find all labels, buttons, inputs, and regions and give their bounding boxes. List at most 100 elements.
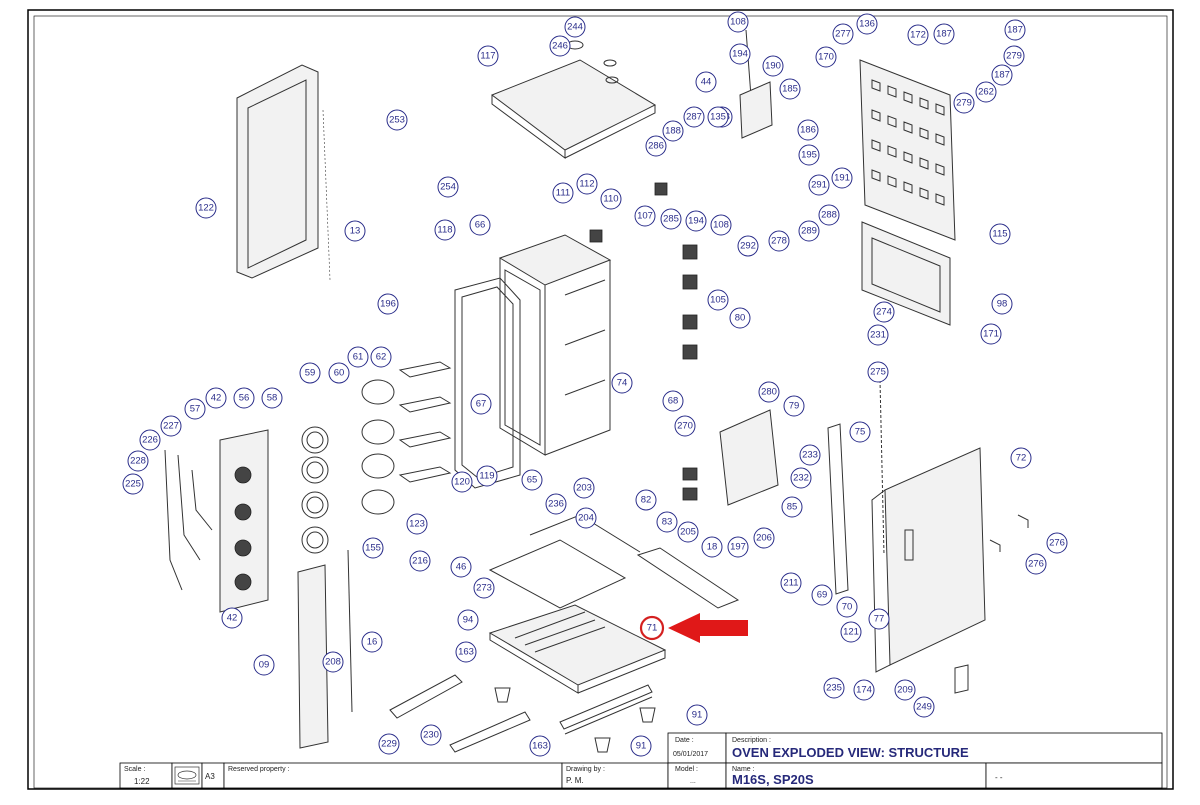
callout-280-circle [758,381,780,403]
callout-291: 291 [808,174,830,196]
callout-85: 85 [781,496,803,518]
title-block: Date : 05/01/2017 Description : OVEN EXP… [119,732,1163,789]
callout-277-circle [832,23,854,45]
callout-279: 279 [1003,45,1025,67]
callout-118: 118 [434,219,456,241]
callout-278-circle [768,230,790,252]
callout-163: 163 [529,735,551,757]
callout-230-label: 230 [423,730,439,741]
callout-59-label: 59 [305,368,316,379]
callout-42: 42 [221,607,243,629]
callout-135: 135 [707,106,729,128]
callout-72-circle [1010,447,1032,469]
manufacturer-logo-icon [174,766,200,785]
callout-122-label: 122 [198,203,214,214]
callout-225: 225 [122,473,144,495]
callout-44: 44 [695,71,717,93]
callout-244-label: 244 [567,22,583,33]
callout-62-label: 62 [376,352,387,363]
callout-107: 107 [634,205,656,227]
callout-228: 228 [127,450,149,472]
callout-292-circle [737,235,759,257]
callout-91: 91 [686,704,708,726]
callout-123: 123 [406,513,428,535]
callout-77-circle [868,608,890,630]
callout-118-circle [434,219,456,241]
callout-216-circle [409,550,431,572]
callout-74-label: 74 [617,378,628,389]
callout-249-circle [913,696,935,718]
callout-108-label: 108 [730,17,746,28]
callout-226-label: 226 [142,435,158,446]
callout-70-label: 70 [842,602,853,613]
callout-171-label: 171 [983,329,999,340]
callout-246: 246 [549,35,571,57]
callout-60-label: 60 [334,368,345,379]
callout-209-label: 209 [897,685,913,696]
callout-231: 231 [867,324,889,346]
callout-122: 122 [195,197,217,219]
callout-187: 187 [933,23,955,45]
callout-09-label: 09 [259,660,270,671]
callout-61-label: 61 [353,352,364,363]
callout-226-circle [139,429,161,451]
description-value: OVEN EXPLODED VIEW: STRUCTURE [732,745,969,760]
callout-110-label: 110 [603,194,618,205]
callout-292: 292 [737,235,759,257]
callout-56-circle [233,387,255,409]
callout-172-label: 172 [910,30,926,41]
callout-111-label: 111 [556,188,570,199]
callout-276-label: 276 [1049,538,1065,549]
callout-276-circle [1046,532,1068,554]
callout-94: 94 [457,609,479,631]
callout-83-label: 83 [662,517,673,528]
callout-254-circle [437,176,459,198]
callout-98: 98 [991,293,1013,315]
callout-292-label: 292 [740,241,756,252]
callout-280-label: 280 [761,387,777,398]
callout-16: 16 [361,631,383,653]
callout-111: 111 [552,182,574,204]
callout-119-label: 119 [479,471,494,482]
callout-94-label: 94 [463,615,474,626]
callout-155: 155 [362,537,384,559]
callout-195-circle [798,144,820,166]
callout-80-circle [729,307,751,329]
callout-216-label: 216 [412,556,428,567]
callout-232-circle [790,467,812,489]
callout-209-circle [894,679,916,701]
callout-187-circle [1004,19,1026,41]
callout-66-circle [469,214,491,236]
callout-285-circle [660,208,682,230]
callout-46-circle [450,556,472,578]
callout-231-circle [867,324,889,346]
callout-170-label: 170 [818,52,834,63]
callout-236: 236 [545,493,567,515]
callout-194-circle [685,210,707,232]
callout-57-label: 57 [190,404,201,415]
callout-56: 56 [233,387,255,409]
callout-194-label: 194 [732,49,748,60]
callout-289: 289 [798,220,820,242]
callout-191: 191 [831,167,853,189]
callout-188-label: 188 [665,126,681,137]
callout-279-label: 279 [956,98,972,109]
scale-value: 1:22 [134,777,150,786]
callout-273-label: 273 [476,583,492,594]
callout-42-label: 42 [227,613,238,624]
callout-187: 187 [1004,19,1026,41]
callout-236-circle [545,493,567,515]
callout-208-circle [322,651,344,673]
callout-91-circle [686,704,708,726]
callout-163-label: 163 [532,741,548,752]
callout-59-circle [299,362,321,384]
callout-288-label: 288 [821,210,837,221]
callout-56-label: 56 [239,393,250,404]
callout-246-label: 246 [552,41,568,52]
callout-227-label: 227 [163,421,179,432]
callout-107-circle [634,205,656,227]
callout-170-circle [815,46,837,68]
callout-285-label: 285 [663,214,679,225]
callout-185: 185 [779,78,801,100]
callout-57: 57 [184,398,206,420]
